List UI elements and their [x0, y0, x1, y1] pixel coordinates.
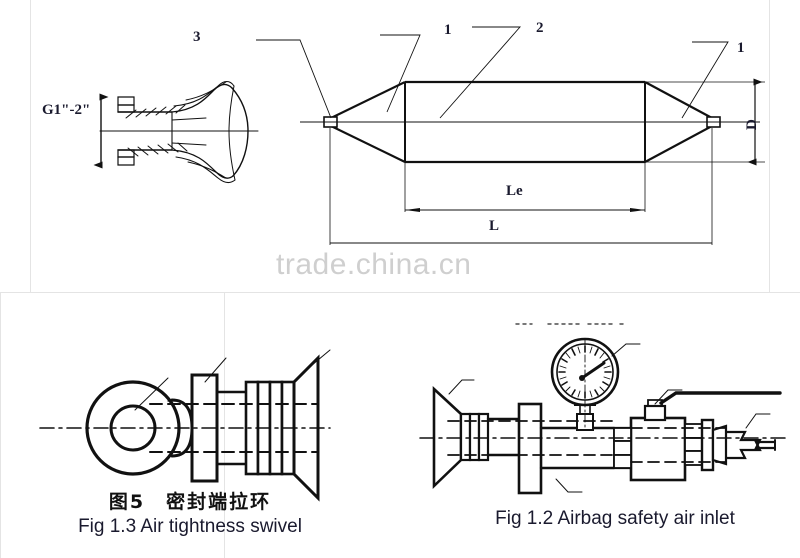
callout-3: 3	[193, 29, 201, 45]
airbag-body-outline	[256, 26, 765, 245]
safety-air-inlet-drawing	[419, 323, 791, 495]
threaded-nozzle-detail	[93, 80, 259, 183]
swivel-pull-ring-drawing	[39, 349, 331, 502]
swivel-caption-cn: 图5 密封端拉环	[108, 491, 272, 513]
callout-2: 2	[536, 20, 544, 36]
callout-1-right: 1	[737, 40, 745, 56]
dimension-d-label: D	[744, 119, 760, 130]
air-inlet-caption-en: Fig 1.2 Airbag safety air inlet	[495, 508, 735, 529]
callout-1-left: 1	[444, 22, 452, 38]
swivel-caption-en: Fig 1.3 Air tightness swivel	[78, 516, 302, 537]
dimension-l-label: L	[489, 218, 500, 234]
thread-spec-label: G1"-2"	[42, 102, 91, 118]
dimension-le-label: Le	[506, 183, 523, 199]
